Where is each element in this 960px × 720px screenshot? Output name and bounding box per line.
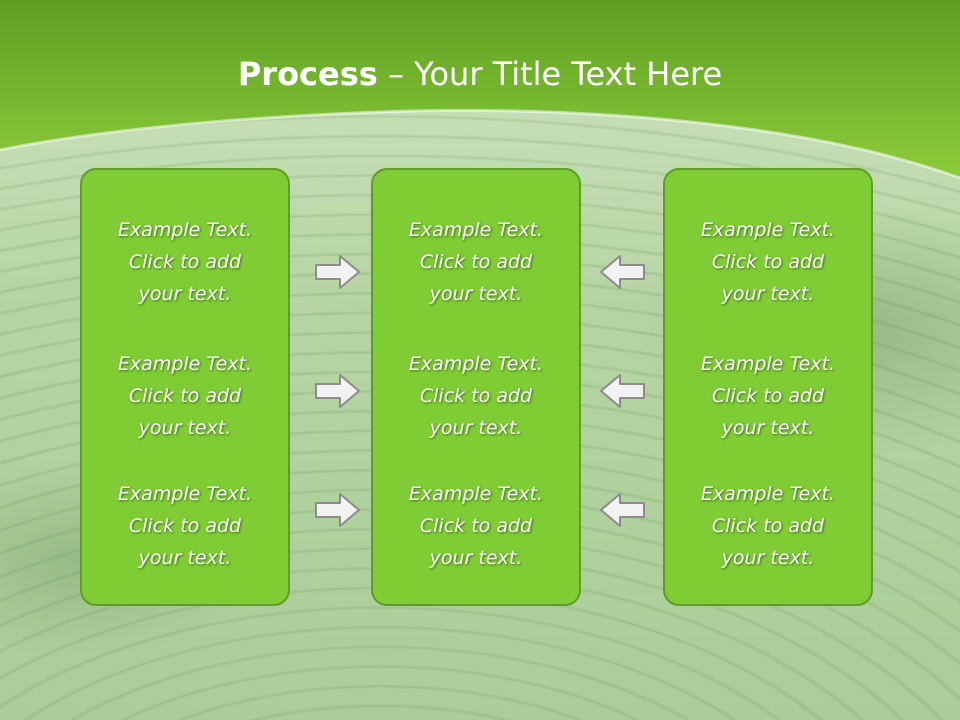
text-line: your text. — [429, 283, 523, 305]
text-block[interactable]: Example Text. Click to add your text. — [82, 348, 288, 444]
title-rest: Your Title Text Here — [414, 55, 723, 93]
title-bold: Process — [237, 55, 378, 93]
arrow-right-icon — [315, 493, 360, 527]
text-line: Click to add — [419, 251, 533, 273]
text-block[interactable]: Example Text. Click to add your text. — [82, 478, 288, 574]
text-line: Click to add — [711, 515, 825, 537]
arrow-left-icon — [600, 374, 645, 408]
text-line: Click to add — [419, 385, 533, 407]
text-line: Example Text. — [117, 483, 253, 505]
text-line: Click to add — [711, 385, 825, 407]
page-title: Process – Your Title Text Here — [0, 52, 960, 96]
text-line: your text. — [138, 417, 232, 439]
text-block[interactable]: Example Text. Click to add your text. — [665, 478, 871, 574]
text-line: your text. — [138, 547, 232, 569]
header-banner — [0, 0, 960, 180]
text-line: Click to add — [419, 515, 533, 537]
process-box-right[interactable]: Example Text. Click to add your text. Ex… — [663, 168, 873, 606]
process-box-left[interactable]: Example Text. Click to add your text. Ex… — [80, 168, 290, 606]
text-line: your text. — [721, 547, 815, 569]
text-line: Example Text. — [700, 353, 836, 375]
process-box-center[interactable]: Example Text. Click to add your text. Ex… — [371, 168, 581, 606]
text-line: Example Text. — [408, 483, 544, 505]
text-line: Click to add — [711, 251, 825, 273]
arrow-left-icon — [600, 255, 645, 289]
text-block[interactable]: Example Text. Click to add your text. — [373, 214, 579, 310]
text-line: Example Text. — [117, 353, 253, 375]
text-line: your text. — [721, 283, 815, 305]
arrow-right-icon — [315, 374, 360, 408]
text-line: your text. — [429, 417, 523, 439]
arrow-right-icon — [315, 255, 360, 289]
text-line: Example Text. — [700, 483, 836, 505]
text-line: your text. — [429, 547, 523, 569]
text-line: your text. — [721, 417, 815, 439]
arrow-left-icon — [600, 493, 645, 527]
text-line: your text. — [138, 283, 232, 305]
text-line: Click to add — [128, 385, 242, 407]
text-line: Example Text. — [408, 353, 544, 375]
text-line: Example Text. — [408, 219, 544, 241]
title-separator: – — [377, 55, 415, 93]
text-line: Example Text. — [700, 219, 836, 241]
text-block[interactable]: Example Text. Click to add your text. — [373, 478, 579, 574]
text-line: Click to add — [128, 515, 242, 537]
text-block[interactable]: Example Text. Click to add your text. — [665, 214, 871, 310]
text-block[interactable]: Example Text. Click to add your text. — [82, 214, 288, 310]
text-line: Click to add — [128, 251, 242, 273]
text-line: Example Text. — [117, 219, 253, 241]
text-block[interactable]: Example Text. Click to add your text. — [373, 348, 579, 444]
text-block[interactable]: Example Text. Click to add your text. — [665, 348, 871, 444]
